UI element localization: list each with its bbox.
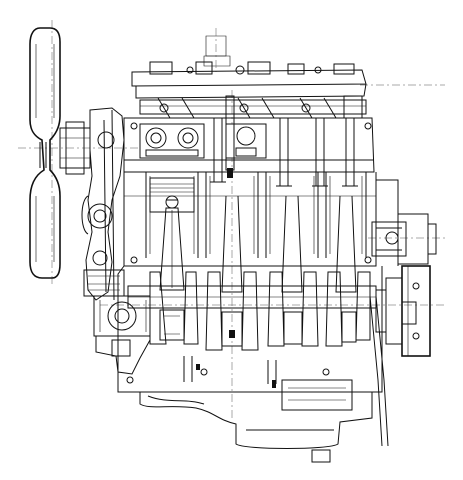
crankshaft	[127, 271, 377, 351]
rocker-assembly	[139, 95, 367, 119]
oil-pan	[139, 379, 373, 463]
dipstick	[369, 295, 389, 447]
rear-flange	[375, 265, 431, 357]
injector	[225, 95, 235, 178]
connecting-rods	[159, 195, 357, 293]
engine-block	[117, 172, 399, 393]
flywheel	[29, 27, 91, 279]
water-pump	[371, 213, 437, 265]
piston	[149, 177, 195, 213]
cylinder-head	[123, 117, 375, 187]
oil-filler-cap	[203, 28, 231, 72]
fasteners	[126, 122, 372, 388]
front-gear-housing	[81, 107, 125, 301]
rocker-cover	[131, 61, 367, 99]
